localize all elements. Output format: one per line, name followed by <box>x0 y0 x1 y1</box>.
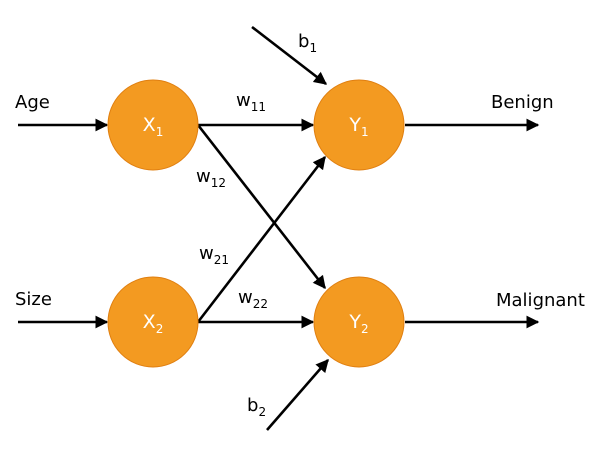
edge-b1-to-y1 <box>251 25 328 86</box>
edge-b2-to-y2 <box>266 359 329 431</box>
output-label-benign: Benign <box>491 92 554 113</box>
node-x2-label: X2 <box>143 311 164 336</box>
weight-label-w22: w22 <box>238 287 268 311</box>
weight-label-w12: w12 <box>196 166 226 190</box>
input-label-size: Size <box>15 289 52 310</box>
output-label-malignant: Malignant <box>496 290 585 311</box>
node-y1-label: Y1 <box>348 114 368 139</box>
node-y2 <box>313 276 405 368</box>
node-x1-label: X1 <box>143 114 164 139</box>
node-x2 <box>107 276 199 368</box>
weight-label-w21: w21 <box>199 243 229 267</box>
node-x1 <box>107 79 199 171</box>
bias-label-b2: b2 <box>247 395 266 419</box>
input-label-age: Age <box>15 92 50 113</box>
node-y1 <box>313 79 405 171</box>
edge-x1-to-y2 <box>196 124 327 290</box>
weight-label-w11: w11 <box>236 90 266 114</box>
edge-x2-to-y1 <box>196 155 327 323</box>
bias-label-b1: b1 <box>298 31 317 55</box>
node-y2-label: Y2 <box>348 311 368 336</box>
